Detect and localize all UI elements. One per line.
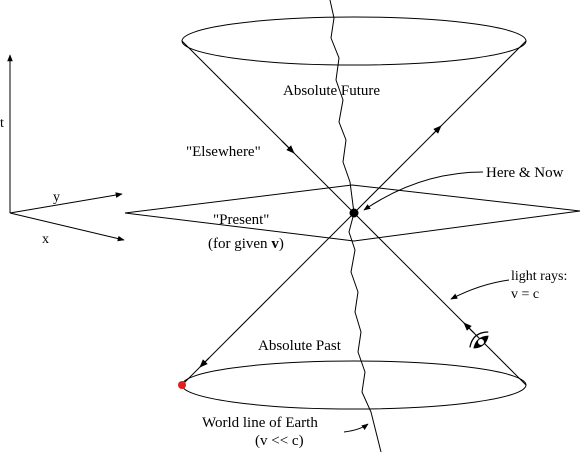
here-and-now-label: Here & Now	[486, 165, 564, 181]
eye-icon	[469, 331, 489, 349]
light-rays-pointer	[450, 279, 510, 300]
present-hyperplane	[124, 184, 581, 242]
world-line-speed-label: (v << c)	[255, 433, 304, 449]
coordinate-axes: t y x	[0, 54, 125, 247]
t-axis-label: t	[0, 116, 4, 131]
here-and-now-pointer	[363, 171, 484, 211]
elsewhere-label: "Elsewhere"	[186, 144, 261, 160]
light-ray-arrow-lower-left	[199, 357, 210, 368]
light-ray-arrow-lower-right	[463, 322, 475, 334]
past-event-marker	[178, 381, 186, 389]
world-line-label: World line of Earth	[202, 415, 318, 431]
x-axis	[9, 212, 125, 242]
cone-edge-left-upper	[181, 40, 355, 214]
light-rays-speed-label: v = c	[511, 287, 539, 302]
cone-edge-left-lower	[181, 212, 355, 386]
for-given-v-label: (for given v)	[208, 236, 284, 252]
here-and-now-event	[349, 208, 359, 218]
future-cone-rim	[181, 16, 527, 66]
cone-edge-right-lower	[353, 212, 527, 386]
past-cone-rim	[181, 360, 527, 410]
earth-world-line	[329, 0, 382, 452]
y-axis	[9, 192, 123, 214]
world-line-pointer	[343, 423, 369, 433]
absolute-past-label: Absolute Past	[258, 338, 342, 354]
absolute-future-label: Absolute Future	[283, 83, 380, 99]
light-ray-arrow-upper-left	[281, 140, 295, 154]
x-axis-label: x	[42, 232, 49, 247]
light-ray-arrow-upper-right	[431, 125, 442, 136]
present-label: "Present"	[213, 212, 269, 228]
light-rays-label: light rays:	[511, 269, 567, 284]
y-axis-label: y	[53, 190, 60, 205]
